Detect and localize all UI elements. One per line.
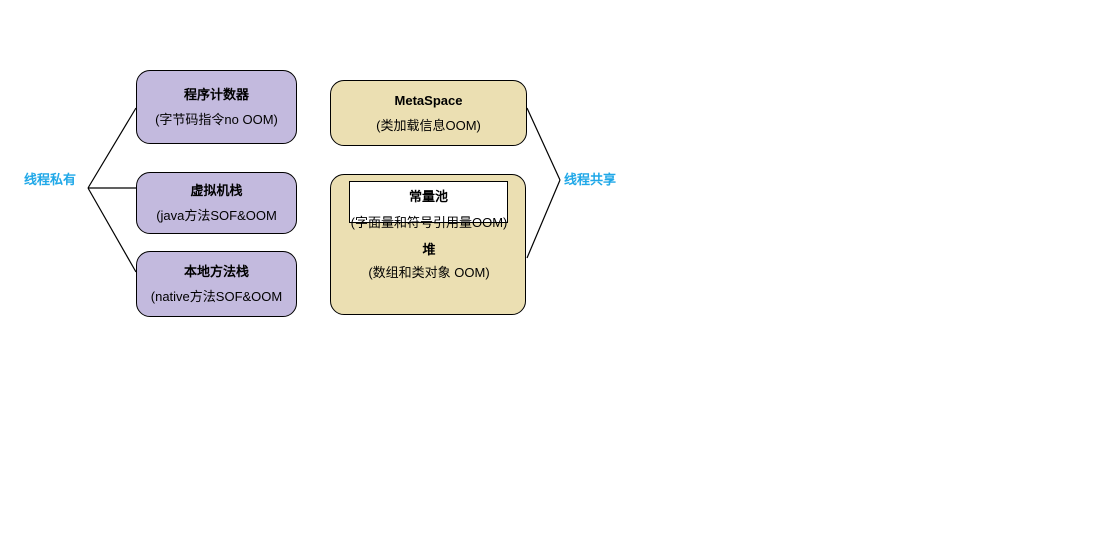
node-vm-stack-subtitle: (java方法SOF&OOM [156,207,277,223]
node-metaspace[interactable]: MetaSpace (类加载信息OOM) [330,80,527,146]
group-label-thread-private: 线程私有 [24,172,77,187]
node-native-method-stack-subtitle: (native方法SOF&OOM [150,288,283,304]
node-constant-pool[interactable]: 常量池 [349,181,508,223]
connector-shared-bottom [526,179,561,259]
connector-private-top [87,107,137,189]
node-heap-subtitle: (数组和类对象 OOM) [368,265,490,280]
node-program-counter-title: 程序计数器 [183,86,249,102]
node-heap-title: 堆 [422,242,436,257]
node-metaspace-subtitle: (类加载信息OOM) [376,117,481,133]
node-constant-pool-title: 常量池 [408,189,448,204]
node-program-counter[interactable]: 程序计数器 (字节码指令no OOM) [136,70,297,144]
node-vm-stack[interactable]: 虚拟机栈 (java方法SOF&OOM [136,172,297,234]
node-constant-pool-subtitle: (字面量和符号引用量OOM) [350,215,508,230]
connector-private-bottom [87,187,137,273]
node-heap[interactable]: 常量池 (字面量和符号引用量OOM) 堆 (数组和类对象 OOM) [330,174,526,315]
node-native-method-stack-title: 本地方法栈 [183,263,249,279]
node-vm-stack-title: 虚拟机栈 [190,182,243,198]
node-native-method-stack[interactable]: 本地方法栈 (native方法SOF&OOM [136,251,297,317]
group-label-thread-shared: 线程共享 [564,172,617,187]
node-program-counter-subtitle: (字节码指令no OOM) [155,111,278,127]
node-metaspace-title: MetaSpace [394,92,463,108]
connector-shared-top [526,107,561,181]
